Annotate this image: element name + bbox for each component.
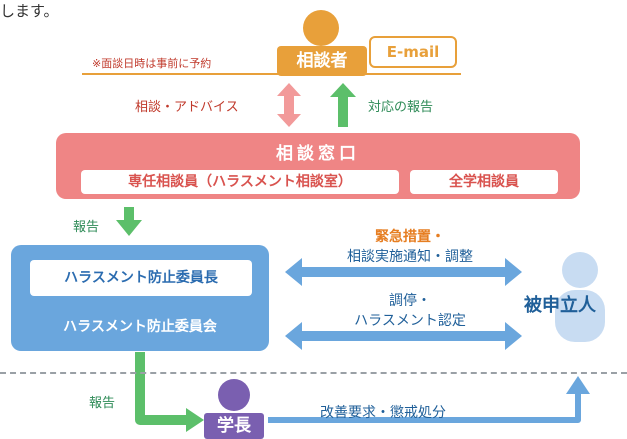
president-figure-head <box>218 379 250 411</box>
mediation-double-arrow <box>285 322 522 350</box>
dedicated-staff-box: 専任相談員（ハラスメント相談室） <box>81 170 399 194</box>
report-bottom-arrow <box>135 352 190 425</box>
mediation-line2: ハラスメント認定 <box>354 313 466 329</box>
president-label: 学長 <box>204 413 264 439</box>
improvement-arrow-head <box>566 376 590 394</box>
report-down-arrow <box>116 207 142 236</box>
emergency-line2: 相談実施通知・調整 <box>347 249 473 265</box>
improvement-label: 改善要求・懲戒処分 <box>320 405 446 421</box>
reservation-note: ※面談日時は事前に予約 <box>92 57 212 70</box>
response-report-label: 対応の報告 <box>368 100 434 115</box>
advice-double-arrow <box>277 83 301 127</box>
improvement-arrow <box>268 392 581 423</box>
university-staff-box: 全学相談員 <box>410 170 558 194</box>
emergency-measures-label: 緊急措置・ 相談実施通知・調整 <box>300 227 520 267</box>
respondent-figure-head <box>562 252 598 288</box>
consultor-figure-head <box>303 10 339 46</box>
mediation-line1: 調停・ <box>389 293 431 309</box>
emergency-double-arrow <box>285 258 522 286</box>
mediation-label: 調停・ ハラスメント認定 <box>300 291 520 331</box>
respondent-figure-body <box>555 290 605 342</box>
respondent-label: 被申立人 <box>524 295 596 316</box>
consultor-label: 相談者 <box>277 46 367 76</box>
committee-chair-box: ハラスメント防止委員長 <box>30 260 252 296</box>
advice-label: 相談・アドバイス <box>135 100 239 115</box>
report-bottom-arrow-head <box>186 408 204 432</box>
response-report-arrow <box>330 83 356 127</box>
consultation-window-title: 相談窓口 <box>276 144 360 164</box>
email-box: E-mail <box>369 36 457 68</box>
intro-text: します。 <box>0 2 59 20</box>
report-left-label: 報告 <box>73 220 100 235</box>
emergency-line1: 緊急措置・ <box>375 229 445 245</box>
section-divider <box>0 372 627 374</box>
report-bottom-label: 報告 <box>89 396 116 411</box>
committee-label: ハラスメント防止委員会 <box>63 319 217 335</box>
